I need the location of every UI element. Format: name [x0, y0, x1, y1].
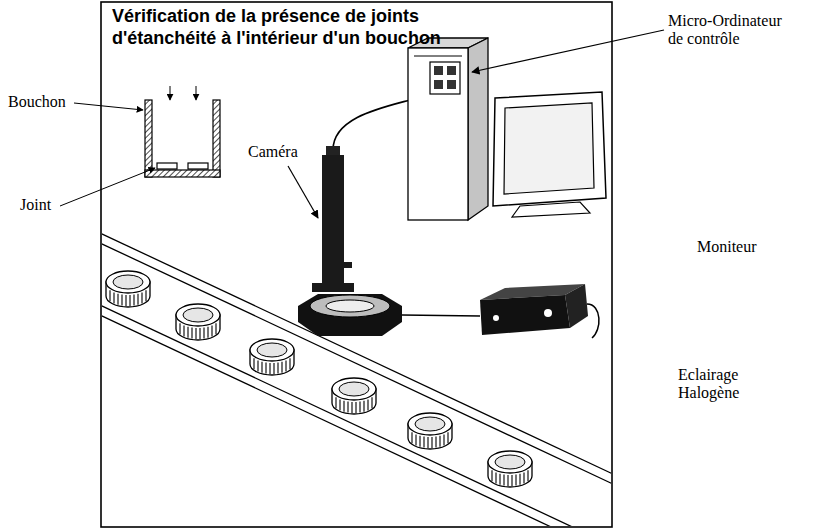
monitor	[493, 92, 606, 217]
part-label: Micro-Ordinateur de contrôle	[668, 12, 790, 49]
seal	[157, 163, 177, 169]
cable	[587, 304, 599, 338]
leader-line	[60, 168, 155, 206]
cap-on-belt	[176, 304, 220, 340]
cap-on-belt	[488, 451, 532, 487]
cap-section	[145, 86, 220, 177]
leader-arrow	[472, 30, 664, 72]
part-label: Bouchon	[8, 93, 66, 111]
cap-on-belt	[106, 271, 150, 307]
halogen-light	[480, 284, 588, 335]
computer	[408, 38, 488, 220]
part-label: Eclairage Halogène	[678, 366, 760, 403]
leader-line	[74, 103, 143, 110]
cap-on-belt	[332, 378, 376, 414]
camera	[298, 146, 402, 336]
part-label: Joint	[20, 196, 51, 214]
cable	[333, 100, 410, 150]
seal	[188, 163, 208, 169]
cable	[402, 315, 480, 316]
part-label: Moniteur	[697, 238, 757, 256]
part-label: Caméra	[248, 143, 298, 161]
cap-on-belt	[250, 339, 294, 375]
leader-arrow	[288, 166, 318, 218]
conveyor-belt	[102, 233, 611, 526]
cap-on-belt	[408, 413, 452, 449]
title: Vérification de la présence de joints d'…	[112, 6, 477, 49]
frame	[101, 2, 612, 527]
